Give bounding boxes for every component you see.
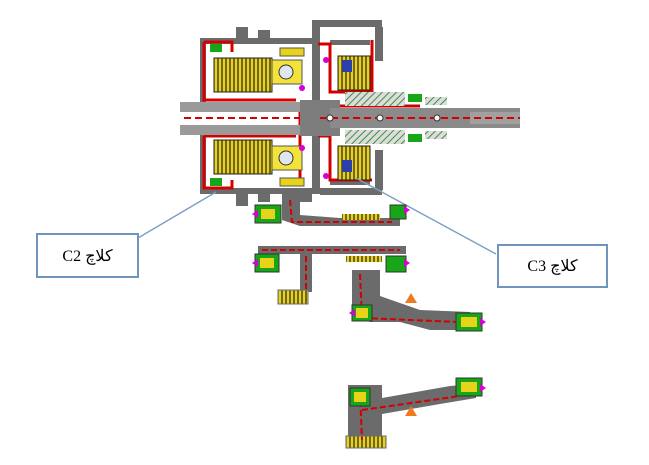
c2-clutch-callout: کلاچ C2: [36, 233, 139, 278]
c3-clutch-pack: [337, 55, 371, 181]
piston-detail-4: [345, 377, 486, 449]
seal-icon: [210, 44, 422, 186]
piston-detail-3: [349, 270, 486, 332]
c2-clutch-pack: [213, 47, 305, 187]
c3-clutch-callout: کلاچ C3: [497, 244, 608, 288]
piston-detail-2: [252, 246, 410, 305]
transmission-cross-section: [180, 20, 520, 206]
c3-clutch-label: کلاچ C3: [527, 258, 578, 275]
oil-flow-arrow-icon: [405, 293, 417, 303]
pressure-marker-icon: [299, 57, 329, 179]
piston-detail-1: [252, 196, 410, 226]
main-shaft: [180, 92, 520, 144]
c2-clutch-label: کلاچ C2: [62, 247, 113, 265]
c3-leader-line: [355, 177, 497, 255]
c2-leader-line: [137, 191, 217, 239]
